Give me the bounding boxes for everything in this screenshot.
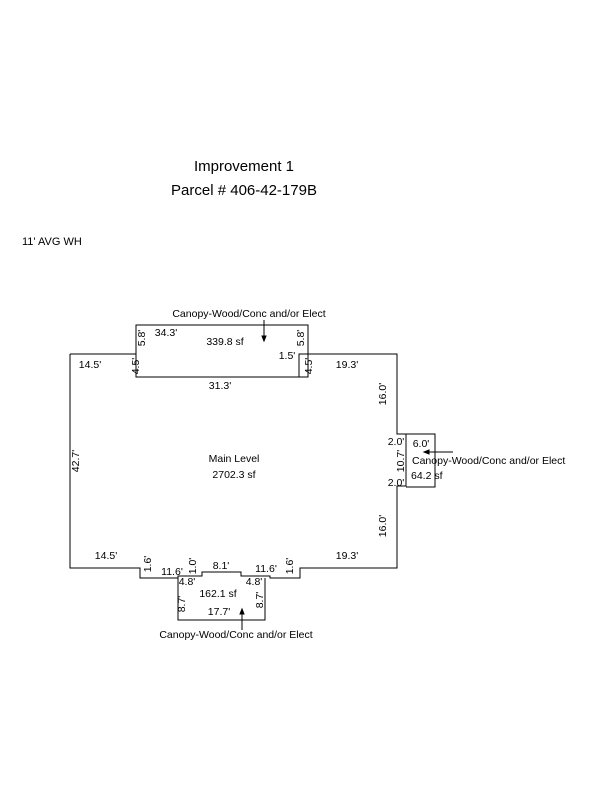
arrow-icon: [261, 335, 267, 343]
dim-main-right-upper: 16.0': [377, 383, 389, 405]
dim-canopy-right-height: 10.7': [395, 450, 407, 472]
canopy-bottom-outline: [177, 578, 266, 621]
dim-notch-bottom: 31.3': [209, 380, 231, 392]
dim-canopy-right-width: 6.0': [413, 438, 430, 450]
dim-notch-left: 4.5': [130, 358, 142, 375]
dim-canopy-bottom-right-jog: 4.8': [246, 576, 263, 588]
dim-canopy-right-top: 2.0': [388, 436, 405, 448]
dim-main-top-left: 14.5': [79, 359, 101, 371]
canopy-top-outline: [135, 324, 309, 378]
dim-canopy-top-jog: 1.5': [279, 350, 296, 362]
dim-canopy-bottom-left: 8.7': [176, 596, 188, 613]
canopy-right-area: 64.2 sf: [411, 470, 443, 482]
dim-canopy-right-bottom: 2.0': [388, 477, 405, 489]
dim-bottom-step-right: 1.6': [284, 558, 296, 575]
dim-canopy-top-right: 5.8': [295, 330, 307, 347]
dim-canopy-top-left: 5.8': [136, 330, 148, 347]
dim-main-bottom-left: 14.5': [95, 550, 117, 562]
dim-main-left: 42.7': [70, 450, 82, 472]
dim-main-right-lower: 16.0': [377, 515, 389, 537]
canopy-right-name: Canopy-Wood/Conc and/or Elect: [412, 455, 565, 467]
dim-bottom-left-run: 11.6': [161, 566, 183, 578]
parcel-number: Parcel # 406-42-179B: [171, 182, 317, 199]
dim-main-top-right: 19.3': [336, 359, 358, 371]
dim-notch-right: 4.5': [303, 358, 315, 375]
canopy-top-name: Canopy-Wood/Conc and/or Elect: [172, 308, 325, 320]
main-level-area: 2702.3 sf: [212, 469, 255, 481]
canopy-top-area: 339.8 sf: [206, 336, 243, 348]
dim-canopy-bottom-right: 8.7': [254, 592, 266, 609]
dim-bottom-center-step: 1.0': [187, 558, 199, 575]
dim-canopy-bottom-width: 17.7': [208, 606, 230, 618]
sketch-title: Improvement 1: [193, 158, 295, 175]
wall-height-note: 11' AVG WH: [22, 236, 82, 248]
dim-bottom-step-left: 1.6': [142, 556, 154, 573]
canopy-bottom-area: 162.1 sf: [199, 588, 236, 600]
dim-canopy-bottom-left-jog: 4.8': [179, 576, 196, 588]
dim-main-bottom-right: 19.3': [336, 550, 358, 562]
dim-bottom-right-run: 11.6': [255, 563, 277, 575]
main-level-outline: [69, 353, 407, 579]
main-level-name: Main Level: [209, 453, 260, 465]
canopy-bottom-name: Canopy-Wood/Conc and/or Elect: [159, 629, 312, 641]
arrow-icon: [239, 607, 245, 615]
dim-bottom-center: 8.1': [213, 560, 230, 572]
dim-canopy-top-width: 34.3': [155, 327, 177, 339]
arrow-icon: [422, 449, 430, 455]
canopy-right-outline: [406, 433, 436, 488]
